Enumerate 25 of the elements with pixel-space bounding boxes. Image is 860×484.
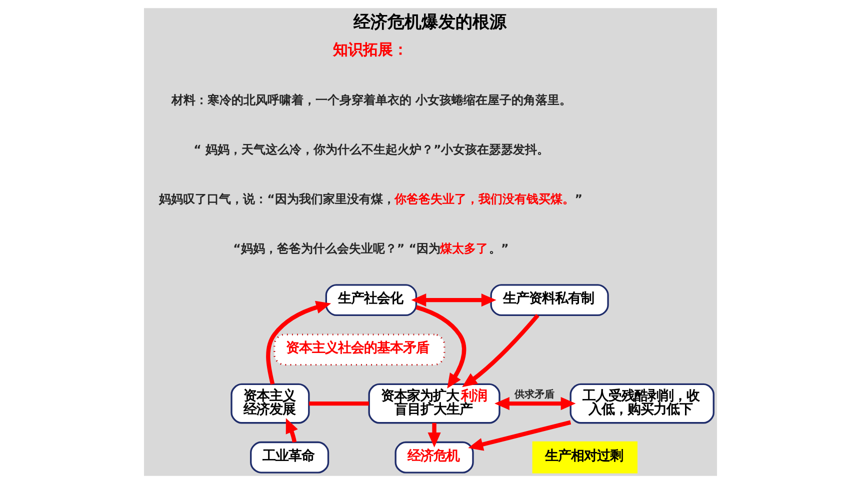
label: 知识拓展： — [332, 40, 408, 59]
label: 妈妈叹了口气，说：“因为我们家里没有煤，你爸爸失业了，我们没有钱买煤。” — [158, 192, 582, 206]
arrow — [266, 300, 331, 385]
label: “ 妈妈，天气这么冷，你为什么不生起火炉？”小女孩在瑟瑟发抖。 — [193, 142, 549, 156]
node-box: 生产资料私有制 — [490, 284, 608, 316]
diagram-title: 经济危机爆发的根源 — [353, 11, 506, 32]
edge-label: 供求矛盾 — [514, 389, 554, 400]
arrow — [427, 422, 440, 448]
arrow — [285, 418, 298, 443]
node-box: 生产社会化 — [324, 284, 417, 316]
node-box: 工业革命 — [250, 441, 329, 474]
label: “妈妈，爸爸为什么会失业呢？” “因为煤太多了。” — [232, 242, 508, 256]
arrow — [468, 420, 571, 451]
node-box: 工人受残酷剥削，收入低，购买力低下 — [569, 383, 714, 424]
arrow — [462, 314, 539, 388]
node-box: 资本家为扩大利润盲目扩大生产 — [368, 383, 500, 424]
node-box: 经济危机 — [394, 441, 474, 474]
label: 材料：寒冷的北风呼啸着，一个身穿着单衣的 小女孩蜷缩在屋子的角落里。 — [170, 92, 571, 107]
connector — [308, 401, 368, 406]
arrow — [415, 305, 466, 389]
node-box: 资本主义经济发展 — [230, 383, 310, 424]
arrow — [494, 397, 576, 410]
arrow — [410, 294, 496, 307]
node-box: 资本主义社会的基本矛盾 — [273, 334, 445, 366]
node-box: 生产相对过剩 — [532, 441, 637, 474]
